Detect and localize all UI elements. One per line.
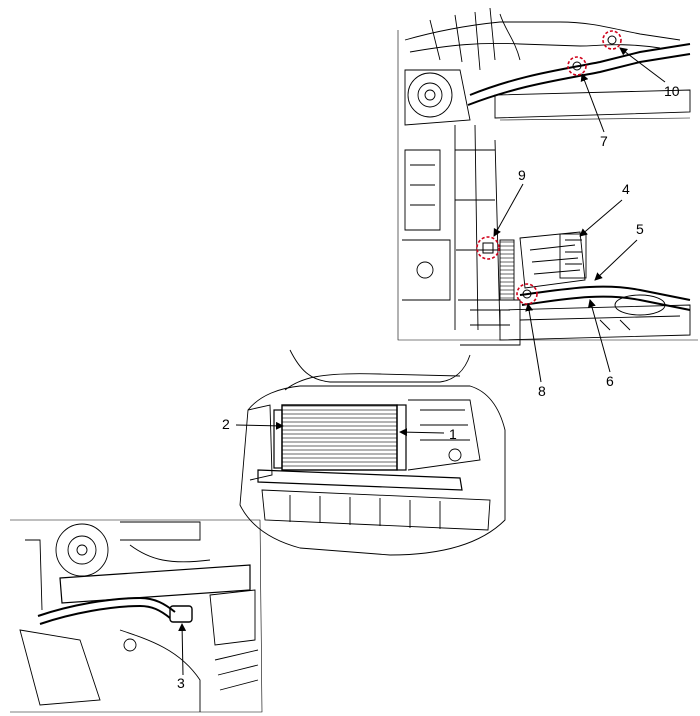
lower-hose-illustration <box>10 519 263 713</box>
fitting-details <box>482 35 617 299</box>
leader-lines-middle <box>235 421 445 437</box>
highlight-7 <box>567 56 587 76</box>
callout-1: 1 <box>449 426 457 442</box>
condenser-illustration <box>239 349 506 556</box>
callout-10: 10 <box>664 83 680 99</box>
leader-lines-top <box>493 47 666 383</box>
callout-7: 7 <box>600 133 608 149</box>
callout-8: 8 <box>538 383 546 399</box>
leader-4 <box>579 199 623 237</box>
leader-2 <box>235 421 284 430</box>
callout-4: 4 <box>622 181 630 197</box>
leader-3 <box>178 623 187 676</box>
callout-2: 2 <box>222 416 230 432</box>
callout-9: 9 <box>518 167 526 183</box>
leader-7 <box>580 73 605 133</box>
highlight-9 <box>476 236 500 260</box>
callout-labels: 1 2 3 4 5 6 7 8 9 10 <box>177 83 680 691</box>
callout-5: 5 <box>636 221 644 237</box>
leader-8 <box>525 303 542 383</box>
leader-10 <box>619 47 666 83</box>
leader-5 <box>594 239 638 281</box>
leader-1 <box>399 428 445 437</box>
leader-9 <box>493 183 524 237</box>
leader-6 <box>588 299 611 373</box>
engine-bay-illustration <box>397 7 698 346</box>
leader-lines-bottom <box>178 623 187 676</box>
callout-3: 3 <box>177 675 185 691</box>
highlight-10 <box>602 30 622 50</box>
callout-6: 6 <box>606 373 614 389</box>
